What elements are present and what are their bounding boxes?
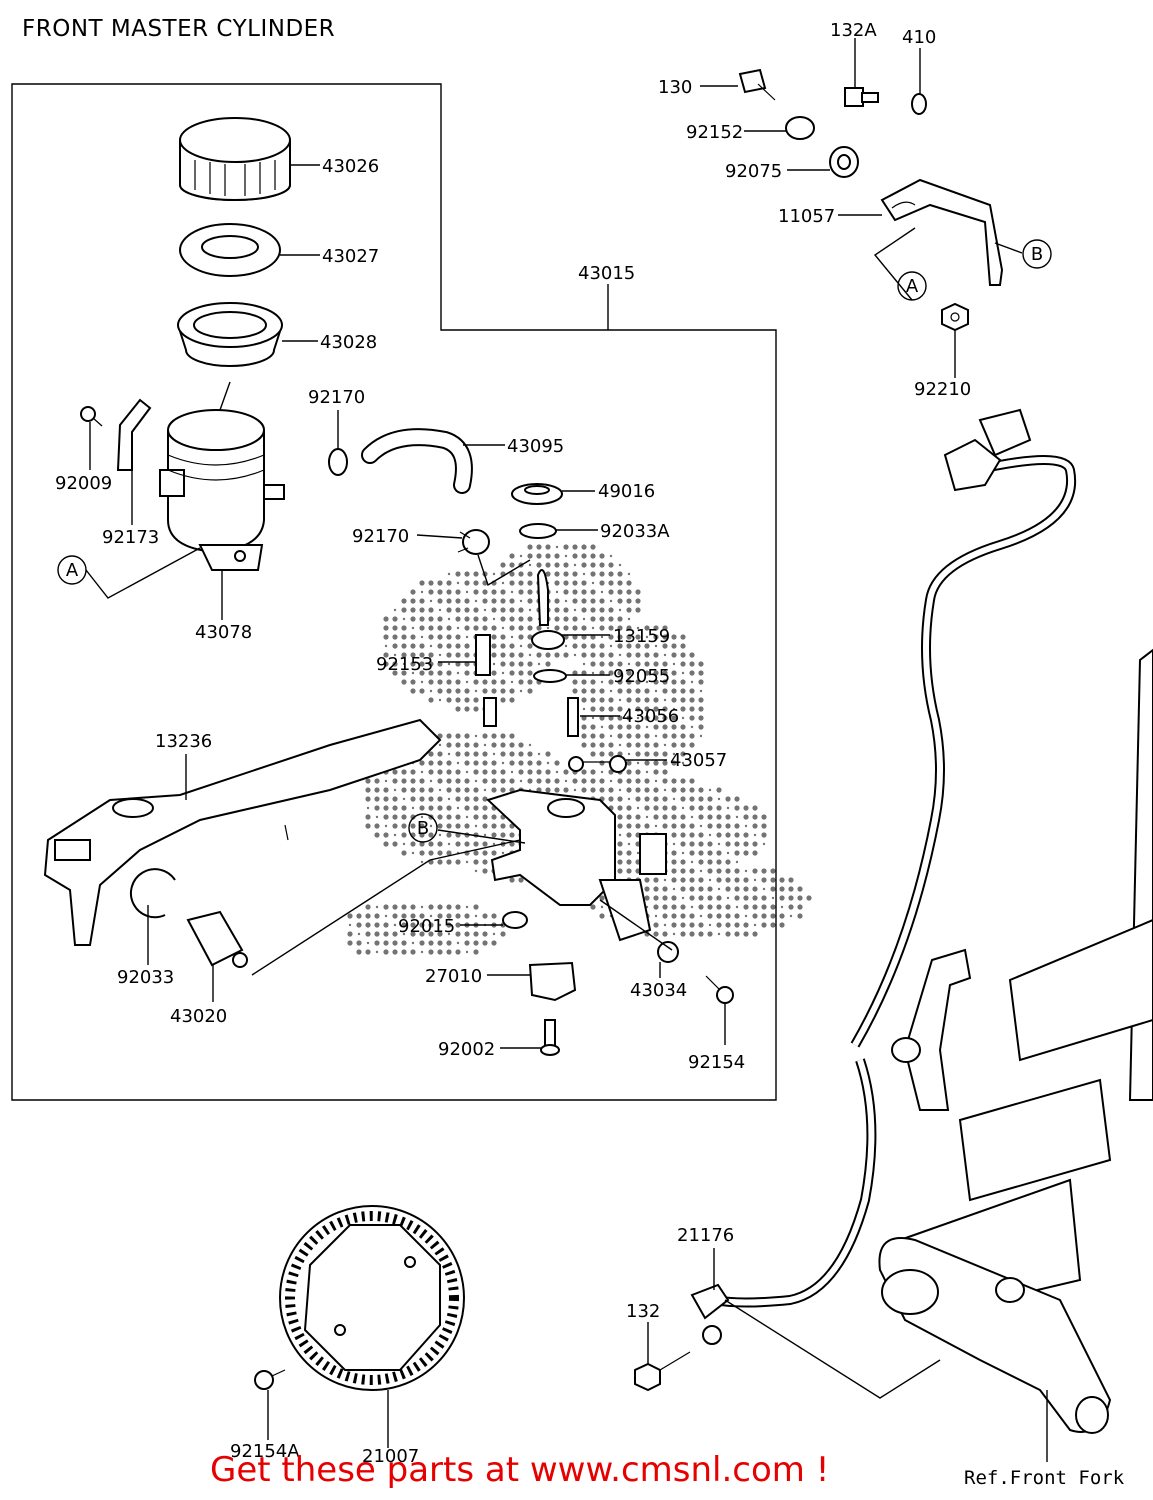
- piston-43020[interactable]: [186, 910, 248, 968]
- pivot-43034[interactable]: [657, 941, 679, 963]
- label-92153[interactable]: 92153: [376, 654, 433, 675]
- label-43057[interactable]: 43057: [670, 750, 727, 771]
- ref-b-right: B: [1022, 239, 1052, 269]
- master-cylinder-43015[interactable]: [486, 788, 667, 942]
- reservoir-cap-43026[interactable]: [179, 117, 291, 201]
- label-21007[interactable]: 21007: [362, 1446, 419, 1467]
- clamp-92170-lower[interactable]: [457, 529, 490, 555]
- label-92170-lower[interactable]: 92170: [352, 526, 409, 547]
- label-132[interactable]: 132: [626, 1301, 660, 1322]
- bleeder-43056[interactable]: [567, 697, 579, 737]
- o-ring-92055[interactable]: [533, 669, 567, 683]
- screw-92154A[interactable]: [254, 1369, 286, 1390]
- ref-b-center-label: B: [417, 818, 429, 839]
- diaphragm-plate-43027[interactable]: [179, 223, 281, 277]
- abs-sensor-wire: [714, 408, 1077, 1308]
- ref-a-left-label: A: [66, 560, 79, 581]
- cap-43057[interactable]: [568, 755, 627, 773]
- bolt-132[interactable]: [634, 1351, 691, 1392]
- leader-lines: [85, 38, 1048, 1462]
- label-92033A[interactable]: 92033A: [600, 521, 670, 542]
- label-130[interactable]: 130: [658, 77, 692, 98]
- label-43078[interactable]: 43078: [195, 622, 252, 643]
- label-92009[interactable]: 92009: [55, 473, 112, 494]
- switch-27010[interactable]: [528, 961, 577, 1002]
- fitting-13159[interactable]: [531, 569, 565, 650]
- part-labels: 43026 43027 43028 43015 92170 43095 4901…: [55, 20, 971, 1467]
- lever-13236[interactable]: [43, 718, 442, 946]
- label-43015[interactable]: 43015: [578, 263, 635, 284]
- label-43028[interactable]: 43028: [320, 332, 377, 353]
- label-92055[interactable]: 92055: [613, 666, 670, 687]
- label-43020[interactable]: 43020: [170, 1006, 227, 1027]
- bolt-130[interactable]: [738, 68, 776, 101]
- label-132A[interactable]: 132A: [830, 20, 877, 41]
- label-43095[interactable]: 43095: [507, 436, 564, 457]
- abs-rotor-21007[interactable]: [279, 1205, 465, 1391]
- ref-a-right: A: [897, 271, 927, 301]
- screw-92154[interactable]: [705, 975, 734, 1004]
- diaphragm-43028[interactable]: [177, 302, 283, 367]
- pin-92153[interactable]: [475, 634, 497, 727]
- screw-92002[interactable]: [540, 1019, 560, 1056]
- ref-b-center: B: [408, 813, 438, 843]
- label-92002[interactable]: 92002: [438, 1039, 495, 1060]
- ref-a-left: A: [57, 555, 87, 585]
- bracket-11057[interactable]: [880, 178, 1004, 286]
- bracket-92173[interactable]: [116, 398, 152, 471]
- label-92015[interactable]: 92015: [398, 916, 455, 937]
- label-92210[interactable]: 92210: [914, 379, 971, 400]
- grommet-92075[interactable]: [829, 146, 859, 178]
- promo-link[interactable]: Get these parts at www.cmsnl.com !: [210, 1450, 830, 1490]
- assembly-boundary: [11, 83, 777, 1101]
- washer-410[interactable]: [911, 93, 927, 115]
- label-13236[interactable]: 13236: [155, 731, 212, 752]
- seal-92015[interactable]: [502, 911, 528, 929]
- abs-sensor-21176[interactable]: [690, 1283, 730, 1345]
- hose-43095[interactable]: [361, 428, 473, 494]
- label-92170-upper[interactable]: 92170: [308, 387, 365, 408]
- label-49016[interactable]: 49016: [598, 481, 655, 502]
- ref-b-right-label: B: [1031, 244, 1043, 265]
- nut-92210[interactable]: [941, 302, 969, 332]
- o-ring-92033A[interactable]: [519, 523, 557, 539]
- reservoir-43078[interactable]: [159, 409, 285, 571]
- label-43056[interactable]: 43056: [622, 706, 679, 727]
- ref-front-fork-note: Ref.Front Fork: [964, 1467, 1125, 1489]
- label-410[interactable]: 410: [902, 27, 936, 48]
- page-title: FRONT MASTER CYLINDER: [22, 16, 336, 42]
- label-92154A[interactable]: 92154A: [230, 1441, 300, 1462]
- grommet-49016[interactable]: [511, 483, 563, 505]
- front-fork: [878, 648, 1153, 1434]
- screw-92009[interactable]: [80, 406, 103, 427]
- label-13159[interactable]: 13159: [613, 626, 670, 647]
- label-43027[interactable]: 43027: [322, 246, 379, 267]
- label-92154[interactable]: 92154: [688, 1052, 745, 1073]
- ref-a-right-label: A: [906, 276, 919, 297]
- collar-92152[interactable]: [785, 116, 815, 140]
- bolt-132A[interactable]: [844, 87, 879, 107]
- circlip-92033[interactable]: [129, 868, 176, 919]
- label-11057[interactable]: 11057: [778, 206, 835, 227]
- label-43034[interactable]: 43034: [630, 980, 687, 1001]
- clamp-92170-upper[interactable]: [328, 448, 348, 476]
- label-43026[interactable]: 43026: [322, 156, 379, 177]
- label-92152[interactable]: 92152: [686, 122, 743, 143]
- label-21176[interactable]: 21176: [677, 1225, 734, 1246]
- label-92173[interactable]: 92173: [102, 527, 159, 548]
- label-27010[interactable]: 27010: [425, 966, 482, 987]
- label-92075[interactable]: 92075: [725, 161, 782, 182]
- label-92033[interactable]: 92033: [117, 967, 174, 988]
